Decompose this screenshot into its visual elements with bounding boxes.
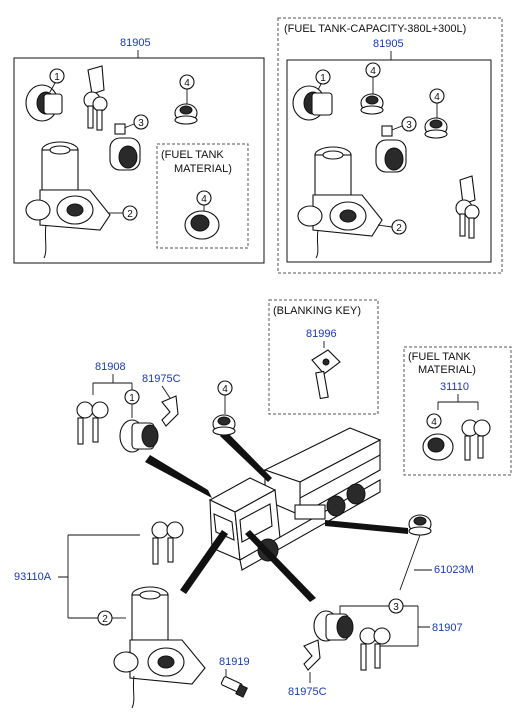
part-number-81975c-bottom: 81975C bbox=[288, 686, 327, 698]
callout-number: 4 bbox=[434, 92, 440, 103]
callout-number: 2 bbox=[127, 209, 133, 220]
fuel-cap-lock-part bbox=[424, 117, 448, 139]
fuel-tank-material-group: (FUEL TANK MATERIAL) 31110 4 bbox=[403, 346, 512, 476]
caption-blanking-key: (BLANKING KEY) bbox=[273, 305, 361, 317]
callout-circle bbox=[133, 114, 149, 130]
leader-wedge bbox=[220, 430, 272, 482]
part-number-81919: 81919 bbox=[219, 656, 250, 668]
bracket-93110a bbox=[58, 534, 140, 619]
top-right-dashed-frame bbox=[277, 17, 503, 274]
callout-circle bbox=[49, 68, 65, 84]
ignition-cylinder-part bbox=[292, 85, 333, 121]
part-number-31110: 31110 bbox=[440, 381, 469, 393]
fuel-tank-material-frame bbox=[403, 346, 512, 476]
callout-number: 4 bbox=[184, 78, 190, 89]
callout-circle bbox=[401, 116, 417, 132]
callout-number: 2 bbox=[102, 614, 108, 625]
bracket-81907 bbox=[339, 605, 430, 647]
door-lock-cylinder-part bbox=[109, 123, 141, 171]
caption-fuel-tank-line1: (FUEL TANK bbox=[408, 351, 471, 363]
callout-number: 3 bbox=[406, 120, 412, 131]
fuel-cap-part bbox=[184, 210, 220, 240]
callout-number: 2 bbox=[396, 223, 402, 234]
callout-number: 1 bbox=[320, 73, 326, 84]
top-right-group: (FUEL TANK-CAPACITY-380L+300L) 81905 1 4… bbox=[277, 17, 503, 274]
leader-line bbox=[399, 534, 421, 591]
leader-wedge bbox=[245, 530, 316, 602]
top-right-frame bbox=[286, 59, 492, 263]
callout-number: 1 bbox=[54, 72, 60, 83]
screw-part bbox=[220, 676, 248, 698]
inset-fuel-tank-material bbox=[156, 143, 249, 249]
group-81908: 81908 1 bbox=[76, 361, 159, 453]
caption-fuel-tank-line2: MATERIAL) bbox=[418, 364, 476, 376]
callout-circle bbox=[426, 413, 442, 429]
part-number-81905-left: 81905 bbox=[120, 37, 151, 49]
callout-number: 4 bbox=[201, 194, 207, 205]
key-set-part bbox=[359, 627, 391, 671]
part-number-61023m: 61023M bbox=[434, 564, 474, 576]
steering-lock-housing-part bbox=[25, 141, 111, 259]
fuel-cap-lock-part bbox=[212, 414, 236, 436]
key-set-part bbox=[83, 65, 108, 131]
inset-caption-line2: MATERIAL) bbox=[174, 163, 232, 175]
part-number-81907: 81907 bbox=[432, 622, 463, 634]
callout-number: 4 bbox=[222, 384, 228, 395]
retainer-clip-part bbox=[303, 639, 321, 671]
steering-lock-housing-part bbox=[297, 146, 383, 259]
callout-number: 1 bbox=[129, 393, 135, 404]
key-set-part bbox=[455, 175, 480, 239]
fuel-cap-lock-part bbox=[174, 103, 198, 125]
top-left-frame bbox=[13, 57, 265, 264]
key-set-part bbox=[76, 401, 109, 445]
leader-wedge bbox=[325, 520, 408, 534]
ignition-cylinder-part bbox=[119, 419, 159, 453]
retainer-clip-part bbox=[161, 395, 179, 427]
callout-number: 3 bbox=[138, 118, 144, 129]
steering-lock-housing-part bbox=[113, 586, 206, 709]
part-number-81905-right: 81905 bbox=[373, 38, 404, 50]
key-set-part bbox=[151, 521, 184, 565]
callout-number: 4 bbox=[431, 417, 437, 428]
fuel-cap-lock-part bbox=[408, 514, 432, 536]
caption-fuel-tank-capacity: (FUEL TANK-CAPACITY-380L+300L) bbox=[284, 23, 466, 35]
inset-caption-line1: (FUEL TANK bbox=[161, 149, 224, 161]
part-number-81996: 81996 bbox=[306, 328, 337, 340]
blanking-key-part bbox=[311, 349, 341, 400]
part-number-81975c-top: 81975C bbox=[142, 373, 181, 385]
door-lock-cylinder-part bbox=[375, 125, 407, 173]
callout-circle bbox=[315, 69, 331, 85]
fuel-cap-part bbox=[422, 433, 454, 461]
part-number-93110a: 93110A bbox=[14, 571, 52, 583]
leader-wedge bbox=[180, 530, 228, 594]
callout-number: 4 bbox=[370, 66, 376, 77]
blanking-key-group: (BLANKING KEY) 81996 bbox=[268, 299, 379, 415]
callout-number: 3 bbox=[393, 602, 399, 613]
part-number-81908: 81908 bbox=[95, 361, 126, 373]
leader-wedge bbox=[145, 455, 212, 498]
top-left-group: 81905 1 4 3 bbox=[13, 37, 265, 264]
key-set-part bbox=[461, 419, 491, 461]
door-lock-cylinder-part bbox=[313, 610, 354, 642]
fuel-cap-lock-part bbox=[360, 93, 384, 115]
blanking-key-frame bbox=[268, 299, 379, 415]
ignition-cylinder-part bbox=[25, 84, 63, 122]
